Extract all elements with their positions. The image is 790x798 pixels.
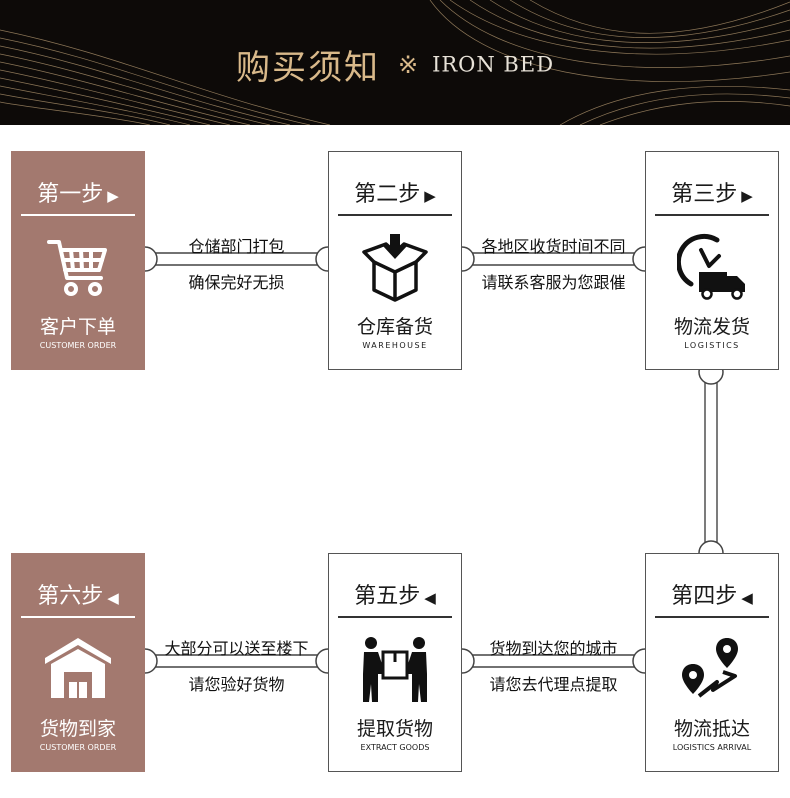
divider [338,214,452,216]
divider [338,616,452,618]
separator-mark: ※ [397,50,419,79]
banner-title: 购买须知 ※ IRON BED [0,40,790,89]
shopping-cart-icon [47,240,107,296]
connector-line-1: 仓储部门打包 [188,237,285,256]
connector-2-3: 各地区收货时间不同 请联系客服为您跟催 [462,233,645,293]
step-subtitle: CUSTOMER ORDER [39,743,117,752]
step-subtitle: LOGISTICS [684,341,740,350]
step-title: 客户下单 [39,316,116,338]
warehouse-home-icon [45,638,111,698]
arrow-left-icon: ◀ [741,589,753,607]
arrow-left-icon: ◀ [107,589,119,607]
step-label: 第五步◀ [354,584,436,609]
step-subtitle: EXTRACT GOODS [360,743,430,752]
step-subtitle: LOGISTICS ARRIVAL [672,743,752,752]
step-label: 第三步▶ [671,182,753,207]
step-subtitle: CUSTOMER ORDER [39,341,117,350]
divider [21,214,135,216]
step-card-6: 第六步◀ 货物到家 CUSTOMER ORDER [11,553,145,772]
step-label: 第四步◀ [671,584,753,609]
connector-1-2: 仓储部门打包 确保完好无损 [145,233,328,293]
package-box-icon [362,234,428,302]
divider [655,214,769,216]
people-carry-box-icon [363,637,427,702]
title-zh: 购买须知 [235,48,380,88]
divider [655,616,769,618]
connector-line-2: 请联系客服为您跟催 [481,273,626,292]
step-title: 仓库备货 [356,316,433,338]
connector-line-1: 各地区收货时间不同 [481,237,626,256]
step-title: 物流发货 [673,316,750,338]
connector-line-2: 确保完好无损 [188,273,285,292]
divider [21,616,135,618]
step-card-1: 第一步▶ 客户下单 CUSTOMER ORDER [11,151,145,370]
title-en: IRON BED [432,52,555,77]
connector-line-2: 请您验好货物 [188,675,285,694]
step-card-4: 第四步◀ 物流抵达 LOGISTICS ARRIVAL [645,553,779,772]
route-map-pin-icon [682,638,738,698]
header-banner: 购买须知 ※ IRON BED [0,0,790,125]
delivery-truck-clock-icon [677,233,745,300]
step-subtitle: WAREHOUSE [362,341,428,350]
connector-5-6: 大部分可以送至楼下 请您验好货物 [145,635,328,695]
arrow-right-icon: ▶ [424,187,436,205]
arrow-right-icon: ▶ [107,187,119,205]
step-card-3: 第三步▶ 物流发货 LOGISTICS [645,151,779,370]
step-card-5: 第五步◀ 提取货物 EXTRACT GOODS [328,553,462,772]
step-label: 第一步▶ [37,182,119,207]
connector-4-5: 货物到达您的城市 请您去代理点提取 [462,635,645,695]
step-title: 货物到家 [39,718,116,740]
step-title: 物流抵达 [673,718,750,740]
connector-line-2: 请您去代理点提取 [489,675,618,694]
step-title: 提取货物 [356,718,433,740]
step-label: 第六步◀ [37,584,119,609]
gold-wave-decoration [0,0,790,125]
connector-line-1: 货物到达您的城市 [489,639,618,658]
arrow-left-icon: ◀ [424,589,436,607]
step-card-2: 第二步▶ 仓库备货 WAREHOUSE [328,151,462,370]
step-label: 第二步▶ [354,182,436,207]
arrow-right-icon: ▶ [741,187,753,205]
connector-line-1: 大部分可以送至楼下 [164,639,309,658]
